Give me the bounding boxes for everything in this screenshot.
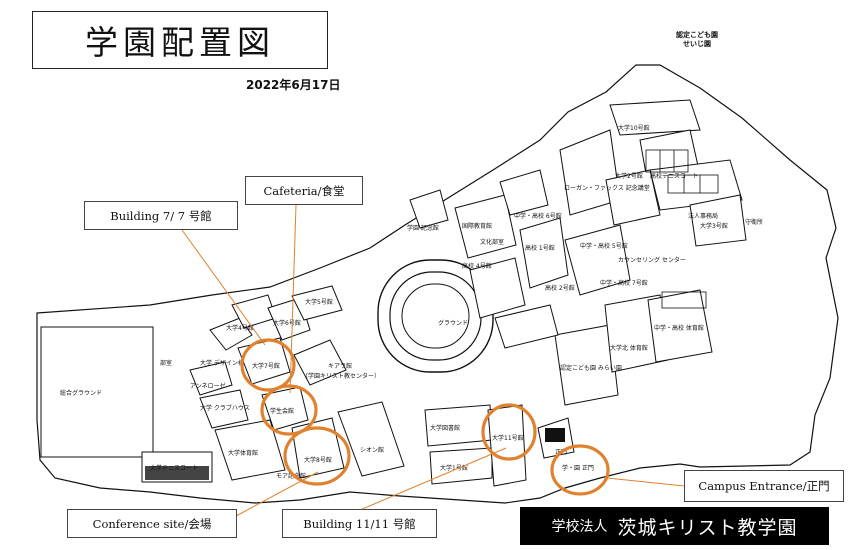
- kindergarten-label: 認定こども園 せいじ園: [676, 31, 718, 49]
- label-b6: 大学6号館: [273, 319, 301, 327]
- label-kokusai: 国際教育館: [462, 222, 492, 230]
- label-b3: 大学3号館: [700, 222, 728, 230]
- label-dorm: 部室: [160, 359, 172, 367]
- label-b2: 大学2号館: [615, 172, 643, 180]
- label-b7: 大学7号館: [252, 362, 280, 370]
- label-annex: アンネローゼ: [190, 382, 226, 390]
- label-b5: 大学5号館: [305, 298, 333, 306]
- label-hs2: 高校 2号館: [545, 284, 575, 292]
- highlight-building7: [240, 338, 296, 392]
- label-hs7: 中学・高校 7号館: [600, 279, 648, 287]
- label-b8: 大学8号館: [304, 456, 332, 464]
- highlight-cafeteria: [260, 384, 318, 436]
- kindergarten-line1: 認定こども園: [676, 31, 718, 39]
- brand-small: 学校法人: [551, 519, 608, 535]
- label-kinenkan: 学園 記念館: [407, 224, 439, 232]
- map-date: 2022年6月17日: [246, 78, 341, 92]
- label-gym: 大学体育館: [228, 449, 258, 457]
- label-library: 大学図書館: [430, 424, 460, 432]
- label-b10: 大学10号館: [618, 124, 650, 132]
- label-kodomo: 認定こども園 みらい園: [560, 364, 622, 372]
- label-track: グラウンド: [438, 319, 468, 327]
- kindergarten-line2: せいじ園: [683, 40, 711, 48]
- label-west-gate: 学・園 正門: [562, 464, 594, 472]
- highlight-building11: [481, 403, 537, 461]
- callout-cafeteria[interactable]: Cafeteria/食堂: [245, 176, 363, 205]
- label-guard: 守衛所: [745, 218, 763, 226]
- callout-entrance[interactable]: Campus Entrance/正門: [684, 470, 844, 502]
- label-univ-tennis: 大学テニスコート: [150, 464, 198, 472]
- label-sports-ground: 総合グラウンド: [60, 389, 102, 397]
- label-kiara: キアラ館: [328, 362, 352, 370]
- label-houjin: 法人事務局: [688, 212, 718, 220]
- label-jhs-gym: 中学・高校 体育館: [654, 324, 704, 332]
- callout-conference[interactable]: Conference site/会場: [67, 509, 237, 538]
- label-b11: 大学11号館: [492, 434, 524, 442]
- label-kiara-sub: （学園キリスト教センター）: [302, 372, 380, 380]
- label-zion: シオン館: [360, 446, 384, 454]
- label-hs5: 中学・高校 5号館: [580, 242, 628, 250]
- label-bunka: 文化部室: [480, 238, 504, 246]
- label-design: 大学 デザイン棟: [200, 359, 244, 367]
- callout-building11[interactable]: Building 11/11 号館: [282, 509, 437, 538]
- label-student-hall: 学生会館: [270, 407, 294, 415]
- label-club: 大学 クラブハウス: [200, 404, 250, 412]
- label-reagan: ローガン・ファックス 記念講堂: [564, 184, 650, 192]
- label-tennis2: 高校テニスコート: [650, 172, 698, 180]
- highlight-conference: [283, 426, 351, 486]
- school-brand-banner: 学校法人 茨城キリスト教学園: [520, 507, 829, 545]
- page-title: 学園配置図: [85, 23, 275, 62]
- label-b1: 大学1号館: [440, 464, 468, 472]
- label-univ-gym2: 大学北 体育館: [610, 344, 648, 352]
- label-counsel: カウンセリング センター: [618, 256, 686, 264]
- label-b4: 大学4号館: [226, 324, 254, 332]
- label-jhs6: 中学・高校 6号館: [514, 212, 562, 220]
- page-title-box: 学園配置図: [32, 11, 328, 69]
- highlight-entrance: [550, 444, 610, 496]
- label-moa: モア記念館: [276, 472, 306, 480]
- callout-building7[interactable]: Building 7/ 7 号館: [84, 201, 238, 230]
- brand-name: 茨城キリスト教学園: [617, 516, 798, 539]
- sports-ground: [40, 326, 154, 458]
- label-hs4: 高校 4号館: [462, 262, 492, 270]
- label-hs1: 高校 1号館: [525, 244, 555, 252]
